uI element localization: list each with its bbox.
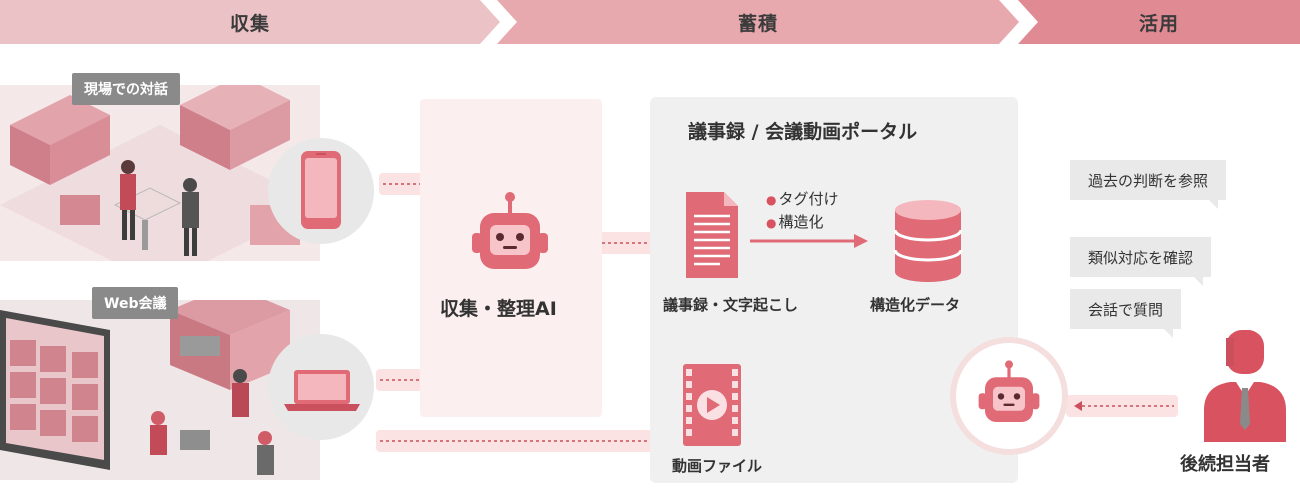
bullet-item: ●構造化 <box>766 213 824 231</box>
chatbot-circle <box>950 337 1068 455</box>
bullet-structuring: 構造化 <box>778 213 824 231</box>
person-icon <box>1204 330 1286 442</box>
web-meeting-tag: Web会議 <box>92 287 179 319</box>
ai-label: 収集・整理AI <box>440 298 557 320</box>
phase-use-label: 活用 <box>1138 12 1179 35</box>
phase-use: 活用 <box>1018 0 1300 44</box>
bullet-tagging: タグ付け <box>778 190 839 208</box>
structured-data-label: 構造化データ <box>870 296 961 314</box>
web-meeting-illustration <box>0 300 320 480</box>
phase-store-label: 蓄積 <box>737 12 778 35</box>
laptop-icon <box>284 370 360 411</box>
arrow-successor-to-bot <box>1066 395 1178 417</box>
ai-panel <box>420 99 602 417</box>
phase-collect-label: 収集 <box>229 12 270 35</box>
bullet-item: ●タグ付け <box>766 190 839 208</box>
robot-icon <box>978 360 1040 422</box>
phase-collect: 収集 <box>0 0 500 44</box>
arrow-web-to-video <box>376 430 666 452</box>
robot-icon <box>472 192 548 269</box>
processing-bullets: ●タグ付け ●構造化 <box>766 188 839 234</box>
laptop-bubble <box>268 334 374 440</box>
bubble-ask-in-conversation: 会話で質問 <box>1070 289 1182 338</box>
bubble-check-similar-cases: 類似対応を確認 <box>1070 237 1212 286</box>
smartphone-bubble <box>268 138 374 244</box>
onsite-factory-illustration <box>0 85 320 261</box>
smartphone-icon <box>301 151 341 229</box>
minutes-label: 議事録・文字起こし <box>663 296 799 314</box>
database-icon <box>893 200 963 282</box>
onsite-tag: 現場での対話 <box>72 73 180 105</box>
video-file-icon <box>683 364 741 446</box>
phase-store: 蓄積 <box>497 0 1019 44</box>
portal-title: 議事録 / 会議動画ポータル <box>688 121 918 143</box>
processing-arrow <box>750 234 868 248</box>
video-file-label: 動画ファイル <box>672 457 763 475</box>
bubble-refer-past-decisions: 過去の判断を参照 <box>1070 160 1227 209</box>
document-icon <box>686 192 738 278</box>
successor-label: 後続担当者 <box>1180 454 1270 475</box>
